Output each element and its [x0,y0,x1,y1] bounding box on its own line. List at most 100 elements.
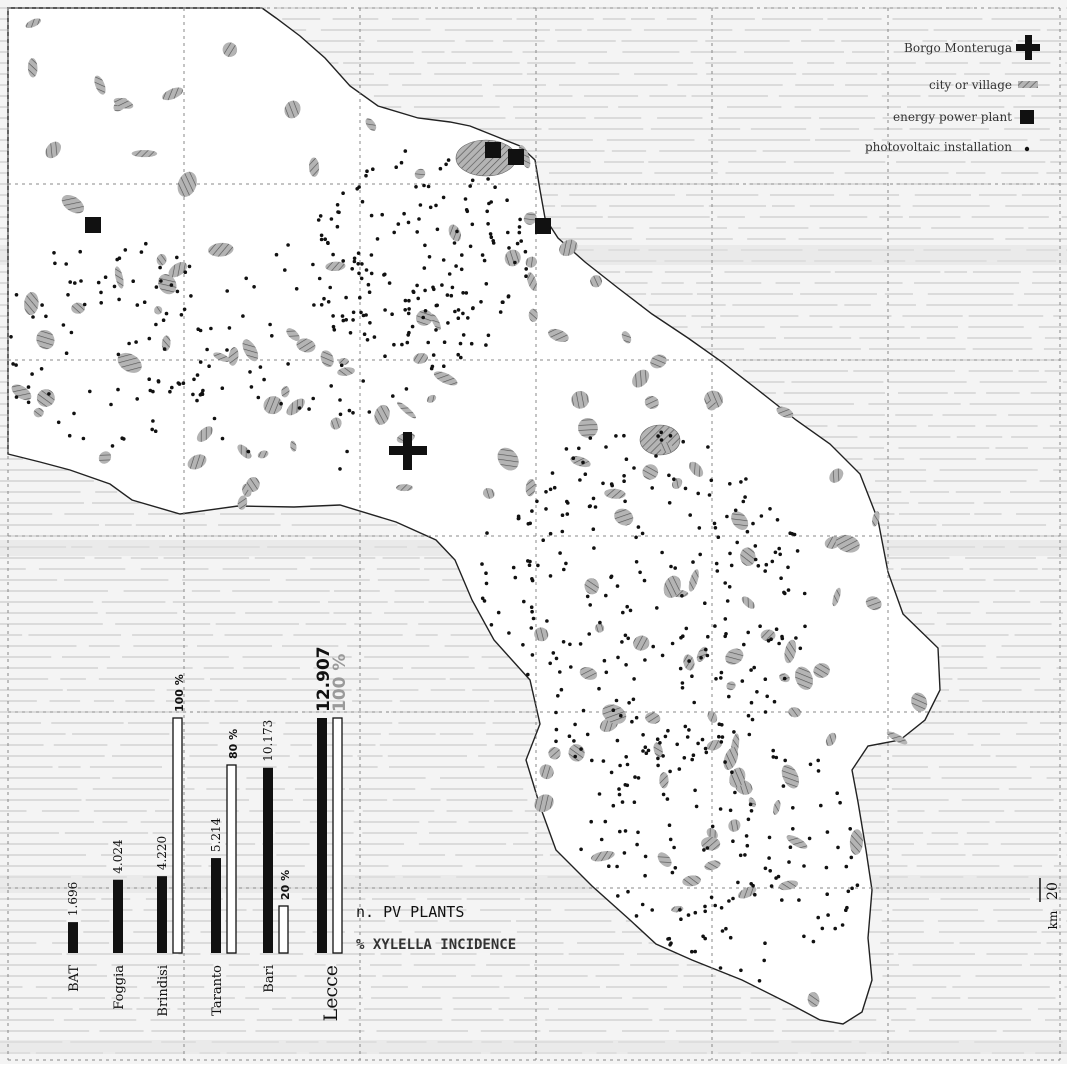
pv-installation [441,258,446,262]
pv-installation [359,276,364,281]
pv-installation [517,225,522,229]
pv-installation [763,710,768,714]
pv-installation [421,315,426,320]
city-or-village [784,639,797,664]
pv-installation [702,848,706,852]
city-or-village [642,464,659,480]
pv-installation [225,289,229,293]
pv-installation [787,860,791,864]
pv-installation [573,754,577,759]
pv-installation [541,538,545,542]
city-or-village [807,992,820,1008]
pv-installation [366,282,371,287]
city-or-village [632,369,650,388]
pv-installation [846,889,851,894]
pv-installation [554,727,559,732]
pv-installation [663,734,668,739]
pv-installation [528,559,532,564]
pv-installation [561,640,566,644]
city-or-village [645,712,661,724]
city-or-village [296,338,316,353]
pv-installation [506,294,511,298]
pv-installation [30,372,34,376]
pv-installation [341,191,345,195]
city-or-village [849,829,864,855]
pv-installation [248,370,252,374]
pv-installation [442,340,447,345]
pv-installation [450,285,455,290]
pv-installation [329,217,334,221]
bar-xylella-taranto [226,764,237,954]
pv-installation [364,173,368,178]
pv-installation [791,806,795,810]
pv-installation [744,477,748,481]
pv-installation [771,755,776,759]
pv-installation [753,892,757,897]
pv-installation [623,633,628,638]
pv-installation [778,552,782,557]
pv-installation [713,903,717,908]
pv-installation [456,352,461,357]
pv-installation [611,803,616,808]
pv-installation [759,514,764,518]
pv-installation [775,518,780,522]
bar-pv-label-lecce: 12.907 [314,646,334,712]
pv-installation [684,626,689,631]
pv-installation [530,609,534,614]
pv-installation [225,348,229,352]
pv-installation [782,676,787,681]
city-or-village [707,710,718,723]
pv-installation [529,605,534,609]
pv-installation [588,436,593,440]
pv-installation [656,763,660,768]
bar-xylella-label-bari: 20 % [279,870,292,900]
city-or-village [11,384,32,401]
pv-installation [578,478,582,482]
city-or-village [338,357,349,366]
pv-installation [69,330,74,335]
city-or-village [832,587,841,607]
pv-installation [348,331,353,335]
city-or-village [737,886,757,899]
pv-installation [460,253,464,257]
pv-installation [558,670,562,674]
pv-installation [390,312,394,317]
pv-installation [567,734,572,738]
pv-installation [625,762,630,767]
pv-installation [323,237,328,241]
pv-installation [484,581,489,586]
energy-power-plant [485,142,501,158]
pv-installation [177,382,182,386]
pv-installation [383,354,387,359]
pv-installation [661,754,665,758]
pv-installation [667,473,671,478]
pv-installation [469,341,474,346]
city-or-village [602,704,627,724]
city-or-village [723,747,739,770]
pv-installation [530,653,535,657]
pv-installation [715,569,720,573]
pv-installation [581,708,586,713]
pv-installation [341,318,346,323]
city-or-village [228,347,239,366]
city-or-village [482,487,495,499]
city-or-village [525,256,537,268]
pv-installation [774,627,779,631]
pv-installation [820,926,825,931]
city-or-village [325,261,346,272]
pv-installation [603,819,608,824]
pv-installation [435,227,440,232]
pv-installation [392,342,396,347]
pv-installation [116,352,121,357]
pv-installation [404,387,409,391]
pv-installation [781,784,786,788]
pv-installation [604,670,609,675]
scale-value: 20 [1045,882,1061,900]
city-or-village [594,623,605,633]
city-or-village [688,569,699,592]
pv-installation [739,480,743,484]
pv-installation [559,687,564,692]
pv-installation [479,300,483,304]
pv-installation [9,335,13,339]
pv-installation [776,874,781,879]
